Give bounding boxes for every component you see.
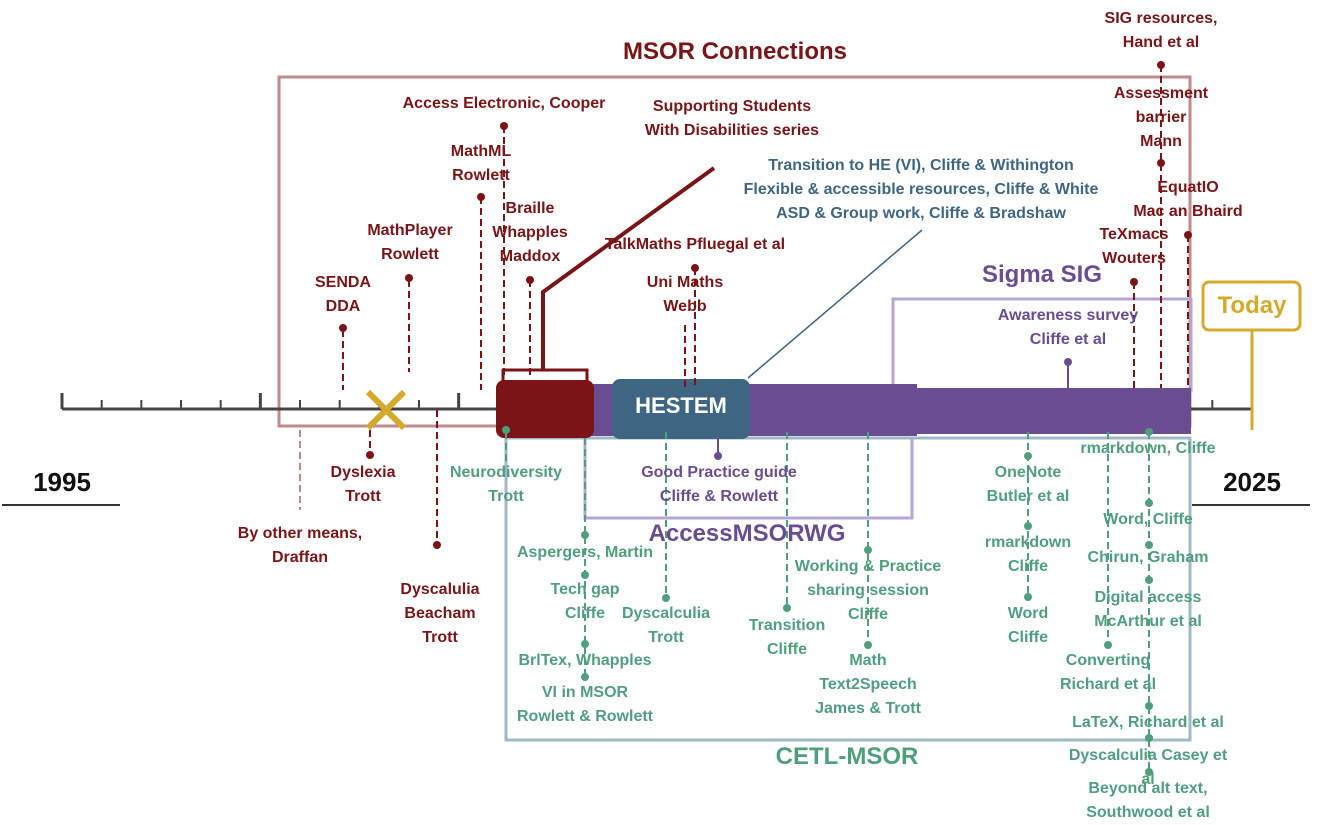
cetl-dots	[502, 426, 1153, 776]
msor-dots	[339, 61, 1192, 549]
mathml-label: MathML Rowlett	[450, 143, 512, 184]
digital-access-label: Digital access McArthur et al	[1094, 589, 1202, 630]
cetl-msor-title: CETL-MSOR	[775, 743, 919, 770]
chirun-label: Chirun, Graham	[1087, 549, 1209, 566]
awareness-dot	[1064, 358, 1072, 366]
dyscalculia-trott-label: Dyscalculia Trott	[621, 605, 711, 646]
good-practice-label: Good Practice guide Cliffe & Rowlett	[641, 464, 797, 505]
word-comma-label: Word, Cliffe	[1103, 511, 1193, 528]
hestem-title: HESTEM	[635, 393, 727, 418]
sig-resources-label: SIG resources, Hand et al	[1104, 10, 1218, 51]
sigma-bar	[745, 388, 1191, 434]
dyslexia-label: Dyslexia Trott	[330, 464, 396, 505]
msor-block	[496, 380, 594, 438]
onenote-label: OneNote Butler et al	[986, 464, 1070, 505]
supporting-students-label: Supporting Students With Disabilities se…	[644, 98, 820, 139]
senda-label: SENDA DDA	[314, 274, 372, 315]
access-electronic-label: Access Electronic, Cooper	[402, 95, 606, 112]
text2speech-label: Math Text2Speech James & Trott	[815, 652, 921, 717]
sigma-sig-title: Sigma SIG	[981, 261, 1103, 288]
cross-icon	[365, 389, 407, 431]
unimaths-label: Uni Maths Webb	[646, 274, 724, 315]
braille-label: Braille Whapples Maddox	[492, 200, 568, 265]
dyscalculia-casey-label: Dyscalculia Casey et al	[1068, 747, 1228, 788]
supporting-students-line	[541, 166, 716, 370]
good-practice-dot	[714, 452, 722, 460]
converting-label: Converting Richard et al	[1059, 652, 1157, 693]
rmarkdown-comma-label: rmarkdown, Cliffe	[1080, 440, 1216, 457]
tech-gap-label: Tech gap Cliffe	[550, 581, 620, 622]
talkmaths-label: TalkMaths Pfluegal et al	[604, 236, 786, 253]
other-means-label: By other means, Draffan	[237, 525, 363, 566]
hestem-block	[612, 379, 750, 439]
brltex-label: BrlTex, Whapples	[518, 652, 652, 669]
equatio-label: EquatIO Mac an Bhaird	[1133, 179, 1243, 220]
start-year-label: 1995	[33, 467, 91, 497]
word-cliffe-label: Word Cliffe	[1007, 605, 1049, 646]
msor-connections-title: MSOR Connections	[622, 38, 848, 65]
accessmsorwg-title: AccessMSORWG	[648, 520, 846, 547]
working-practice-label: Working & Practice sharing session Cliff…	[794, 558, 942, 623]
mathplayer-label: MathPlayer Rowlett	[367, 222, 453, 263]
neurodiversity-label: Neurodiversity Trott	[449, 464, 563, 505]
vi-msor-label: VI in MSOR Rowlett & Rowlett	[517, 684, 653, 725]
transition-cliffe-label: Transition Cliffe	[748, 617, 826, 658]
hestem-items-label: Transition to HE (VI), Cliffe & Withingt…	[743, 157, 1099, 222]
beyond-alt-label: Beyond alt text, Southwood et al	[1086, 780, 1210, 821]
rmarkdown-cliffe-label: rmarkdown Cliffe	[984, 534, 1072, 575]
aspergers-label: Aspergers, Martin	[516, 544, 654, 561]
cetl-msor-box	[504, 436, 1192, 742]
assessment-barrier-label: Assessment barrier Mann	[1113, 85, 1209, 150]
dyscalulia-label: Dyscalulia Beacham Trott	[400, 581, 480, 646]
hestem-leader-line	[747, 229, 923, 379]
end-year-label: 2025	[1223, 467, 1281, 497]
awareness-survey-label: Awareness survey Cliffe et al	[997, 307, 1139, 348]
texmacs-label: TeXmacs Wouters	[1099, 226, 1169, 267]
today-label: Today	[1217, 292, 1287, 319]
msor-connectors	[299, 65, 1189, 545]
latex-label: LaTeX, Richard et al	[1072, 714, 1224, 731]
